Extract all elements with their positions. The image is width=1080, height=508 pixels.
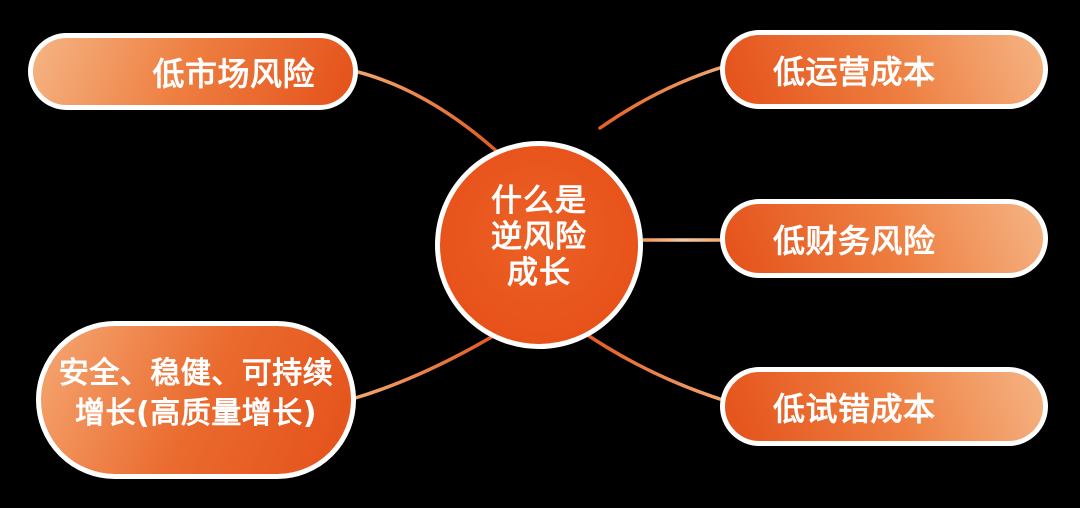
node-safe-sustainable-growth-line1: 安全、稳健、可持续 — [58, 356, 334, 391]
center-node-line1: 什么是 — [491, 183, 587, 219]
node-low-trial-error-cost-label: 低试错成本 — [773, 389, 936, 428]
center-node-line3: 成长 — [507, 255, 571, 291]
node-safe-sustainable-growth-line2: 增长(高质量增长) — [75, 396, 317, 431]
node-low-market-risk: 低市场风险 — [28, 33, 358, 110]
connector-bottom-left — [350, 330, 502, 401]
node-low-trial-error-cost: 低试错成本 — [720, 367, 1048, 446]
center-node-what-is-adverse-risk-growth: 什么是 逆风险 成长 — [435, 141, 643, 349]
connector-top-left — [348, 68, 505, 159]
node-low-operating-cost: 低运营成本 — [720, 30, 1048, 109]
node-low-operating-cost-label: 低运营成本 — [773, 52, 936, 91]
node-low-market-risk-label: 低市场风险 — [152, 54, 315, 93]
node-low-financial-risk-label: 低财务风险 — [773, 221, 936, 260]
connector-top-right — [598, 64, 728, 130]
node-safe-sustainable-growth: 安全、稳健、可持续 增长(高质量增长) — [36, 321, 356, 479]
node-low-financial-risk: 低财务风险 — [720, 199, 1048, 278]
center-node-line2: 逆风险 — [491, 219, 587, 255]
connector-bottom-right — [578, 328, 728, 403]
